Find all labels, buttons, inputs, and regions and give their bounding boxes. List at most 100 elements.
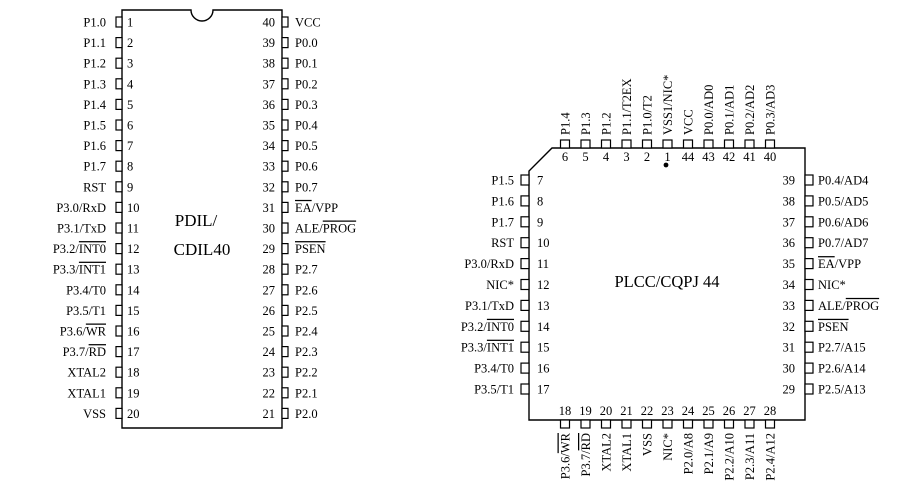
pin-label-text: ALE/ xyxy=(295,222,323,236)
pin-number: 6 xyxy=(127,119,133,133)
plcc44-left-pins: 7P1.58P1.69P1.710RST11P3.0/RxD12NIC*13P3… xyxy=(461,174,550,397)
pin-label: P1.7 xyxy=(83,160,106,174)
pin-label-text: P2.5 xyxy=(295,304,318,318)
pin-label: P2.7 xyxy=(295,263,318,277)
pin-lead xyxy=(115,119,123,131)
pin-number: 15 xyxy=(127,304,140,318)
pin-label-text: P3.0/RxD xyxy=(464,257,514,271)
pin-label-text: P0.5 xyxy=(295,139,318,153)
pin-label: EA/VPP xyxy=(818,257,861,271)
pin-lead xyxy=(115,57,123,69)
pin-label-text: ALE/ xyxy=(818,299,846,313)
pin-number: 11 xyxy=(537,257,549,271)
pin-lead xyxy=(600,419,612,429)
pin-number: 26 xyxy=(723,404,736,418)
pin-label-text: P3.7/ xyxy=(63,345,90,359)
pin-label-text: P3.5/T1 xyxy=(474,383,514,397)
pin-label-text: P1.0/T2 xyxy=(641,95,655,135)
pin-lead xyxy=(744,139,755,149)
pin-lead xyxy=(115,222,123,234)
pin-label-text: XTAL1 xyxy=(67,386,106,400)
pin-number: 8 xyxy=(127,160,133,174)
pin-number: 21 xyxy=(620,404,633,418)
pin-label-text: P3.6/ xyxy=(60,325,87,339)
pin-label-text: P2.1/A9 xyxy=(702,433,716,474)
pin-lead xyxy=(559,419,571,429)
pin-number: 29 xyxy=(263,242,276,256)
pin-label-text: P2.6/A14 xyxy=(818,362,866,376)
pin-lead xyxy=(804,320,814,332)
pin-lead xyxy=(641,419,653,429)
pin-number: 12 xyxy=(127,242,140,256)
pin-number: 13 xyxy=(127,263,140,277)
pin-number: 34 xyxy=(783,278,796,292)
pin-label: P1.5 xyxy=(83,119,106,133)
pin-label: P3.3/INT1 xyxy=(53,263,106,277)
pin-label-text: P1.5 xyxy=(83,119,106,133)
pin-lead xyxy=(281,222,289,234)
pin-label-text: P3.1/TxD xyxy=(57,222,106,236)
pin-number: 38 xyxy=(263,57,276,71)
pin-label-overbar: INT0 xyxy=(487,320,514,334)
pin-label-text: P3.0/RxD xyxy=(56,201,106,215)
pin-label: EA/VPP xyxy=(295,201,338,215)
pin-label: P1.6 xyxy=(491,194,514,208)
pin-number: 20 xyxy=(600,404,613,418)
pin-lead xyxy=(115,325,123,337)
pin-label-text: P1.4 xyxy=(83,98,106,112)
pin-lead xyxy=(804,278,814,291)
pin-number: 8 xyxy=(537,194,543,208)
pin-number: 13 xyxy=(537,299,550,313)
pin-lead xyxy=(281,160,289,172)
pin-label-overbar: RD xyxy=(89,345,106,359)
pin-number: 23 xyxy=(263,366,276,380)
pin-label-text: P2.6 xyxy=(295,283,318,297)
pin-lead xyxy=(115,78,123,90)
pin-lead xyxy=(115,181,123,193)
pin-lead xyxy=(804,258,814,270)
pin-number: 14 xyxy=(537,320,550,334)
pin-label-text: XTAL2 xyxy=(600,433,614,472)
pin-label: P0.2 xyxy=(295,77,318,91)
pin-label-text: P2.0 xyxy=(295,407,318,421)
pin-lead xyxy=(764,139,776,149)
pin-lead xyxy=(804,383,814,395)
pin-lead xyxy=(662,419,673,429)
pin-lead xyxy=(641,139,653,149)
pin-number: 35 xyxy=(263,119,276,133)
pin-label: P0.1/AD1 xyxy=(723,85,737,135)
pin-lead xyxy=(621,419,632,429)
pin-lead xyxy=(804,362,814,374)
pin-lead xyxy=(281,304,289,316)
pin-label-text: P0.7/AD7 xyxy=(818,236,868,250)
pin-label: P3.3/INT1 xyxy=(461,341,514,355)
pin-label: P3.7/RD xyxy=(63,345,106,359)
dip40-title-line1: PDIL/ xyxy=(175,211,218,230)
pin-number: 37 xyxy=(263,77,276,91)
pin-lead xyxy=(281,201,289,213)
pin-number: 29 xyxy=(783,383,796,397)
pin-label: VCC xyxy=(682,109,696,135)
pin-label-text: P1.6 xyxy=(491,194,514,208)
pin-number: 2 xyxy=(127,36,133,50)
pin-label: P1.6 xyxy=(83,139,106,153)
pin-lead xyxy=(115,98,123,111)
pin-label: P3.2/INT0 xyxy=(53,242,106,256)
pin-number: 32 xyxy=(263,180,276,194)
pin-number: 27 xyxy=(743,404,756,418)
pin-lead xyxy=(281,57,289,69)
pin-label: P0.5/AD5 xyxy=(818,194,868,208)
pin-label: P3.6/WR xyxy=(60,325,107,339)
pin-label: ALE/PROG xyxy=(295,222,356,236)
pin-label-text: P3.7/ xyxy=(579,450,593,477)
pin-label-overbar: EA xyxy=(295,201,312,215)
pin-label: VCC xyxy=(295,16,321,30)
pin-label-text: P0.6 xyxy=(295,160,318,174)
pin-number: 4 xyxy=(603,150,610,164)
pin-number: 10 xyxy=(537,236,550,250)
pin-number: 32 xyxy=(783,320,796,334)
pin-label-text: P1.1/T2EX xyxy=(620,78,634,135)
pin-number: 39 xyxy=(783,174,796,188)
pin-label-overbar: INT0 xyxy=(79,242,106,256)
